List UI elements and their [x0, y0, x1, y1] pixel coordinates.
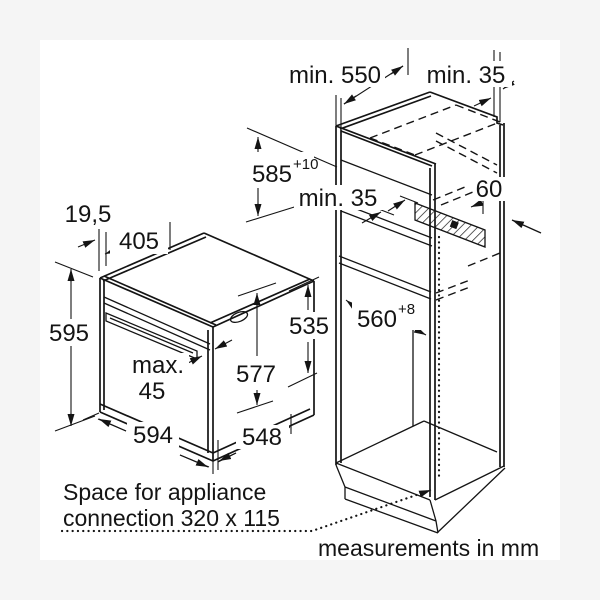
dim-depth-incl-door: 577 [236, 361, 276, 388]
rear-wall-arrow [511, 219, 542, 234]
side-vent-slot [229, 310, 249, 324]
dim-handle-clearance-value: 45 [139, 378, 166, 405]
drawing-canvas [40, 40, 560, 560]
notes: Space for appliance connection 320 x 115… [63, 479, 539, 561]
dim-niche-height: 585 [252, 161, 292, 188]
dim-niche-width: 560 [357, 306, 397, 333]
dim-rear-gap-top: min. 35 [427, 62, 506, 89]
dim-niche-height-tolerance: +10 [293, 156, 318, 173]
dim-oven-depth: 548 [242, 424, 282, 451]
dim-top-inset: 405 [119, 228, 159, 255]
dim-handle-clearance-label: max. [132, 352, 184, 379]
vent-fixing-point [449, 220, 459, 230]
dim-oven-width: 594 [133, 422, 173, 449]
dimension-labels: min. 550 min. 35 585 +10 min. 35 60 560 … [49, 62, 505, 451]
dim-vent-depth: 60 [476, 176, 503, 203]
connection-note-line1: Space for appliance [63, 479, 266, 505]
dim-shelf-rear-gap: min. 35 [299, 185, 378, 212]
label-backgrounds [45, 61, 512, 449]
cabinet-drawing [335, 91, 506, 534]
connection-dotted-leader [60, 489, 430, 533]
ventilation-cutout [414, 202, 486, 248]
connection-note-line2: connection 320 x 115 [63, 505, 280, 531]
dim-niche-depth: min. 550 [289, 62, 381, 89]
dim-niche-width-tolerance: +8 [398, 301, 415, 318]
dim-oven-front-height: 535 [289, 313, 329, 340]
dim-front-offset: 19,5 [65, 201, 112, 228]
dim-oven-height: 595 [49, 320, 89, 347]
units-note: measurements in mm [318, 535, 539, 561]
